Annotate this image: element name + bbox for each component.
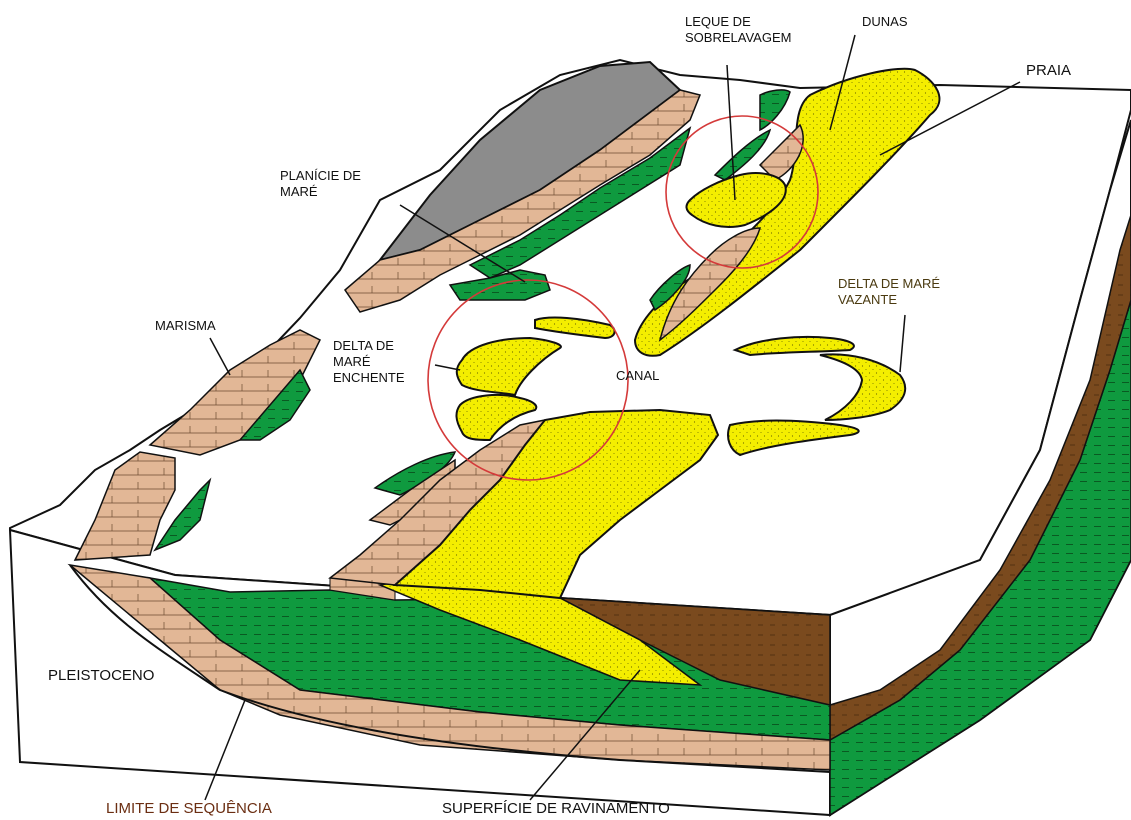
- label-pleistoceno: PLEISTOCENO: [48, 667, 154, 685]
- label-delta-de-mare-enchente: DELTA DE MARÉ ENCHENTE: [333, 338, 405, 386]
- label-marisma: MARISMA: [155, 318, 216, 334]
- label-delta-de-mare-vazante: DELTA DE MARÉ VAZANTE: [838, 276, 940, 308]
- label-leque-line1: LEQUE DE: [685, 14, 791, 30]
- label-enchente-line2: MARÉ: [333, 354, 405, 370]
- label-superficie-de-ravinamento: SUPERFÍCIE DE RAVINAMENTO: [442, 800, 670, 818]
- label-praia: PRAIA: [1026, 62, 1071, 80]
- label-leque-line2: SOBRELAVAGEM: [685, 30, 791, 46]
- label-leque-de-sobrelavagem: LEQUE DE SOBRELAVAGEM: [685, 14, 791, 46]
- label-limite-de-sequencia: LIMITE DE SEQUÊNCIA: [106, 800, 272, 818]
- label-planicie-de-mare: PLANÍCIE DE MARÉ: [280, 168, 361, 200]
- label-vazante-line1: DELTA DE MARÉ: [838, 276, 940, 292]
- label-canal: CANAL: [616, 368, 659, 384]
- label-dunas: DUNAS: [862, 14, 908, 30]
- label-enchente-line3: ENCHENTE: [333, 370, 405, 386]
- label-vazante-line2: VAZANTE: [838, 292, 940, 308]
- label-enchente-line1: DELTA DE: [333, 338, 405, 354]
- label-planicie-line1: PLANÍCIE DE: [280, 168, 361, 184]
- label-planicie-line2: MARÉ: [280, 184, 361, 200]
